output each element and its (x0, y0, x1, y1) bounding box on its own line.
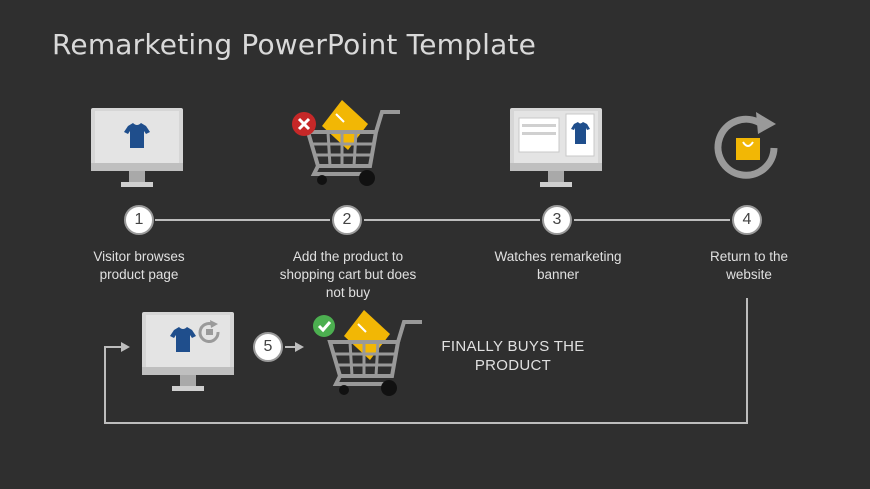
cart-check-icon (313, 310, 422, 396)
connector-5-arrow-head (295, 342, 304, 352)
refresh-bag-icon (714, 112, 778, 179)
step-1-number: 1 (134, 211, 144, 228)
page-title: Remarketing PowerPoint Template (52, 28, 537, 61)
return-loop-arrow-head (121, 342, 130, 352)
step-3-label: Watches remarketing banner (494, 249, 622, 282)
step-2-label: Add the product to shopping cart but doe… (279, 249, 417, 300)
monitor-tshirt-refresh-icon (142, 312, 234, 391)
step-5-number: 5 (263, 338, 273, 355)
step-1-circle: 1 (124, 205, 154, 235)
monitor-tshirt-icon (91, 108, 183, 187)
step-3-circle: 3 (542, 205, 572, 235)
return-loop-line (104, 298, 748, 424)
step-2-circle: 2 (332, 205, 362, 235)
step-5-circle: 5 (253, 332, 283, 362)
monitor-banner-icon (510, 108, 602, 187)
step-4-label: Return to the website (709, 249, 789, 282)
step-5-label: FINALLY BUYS THE PRODUCT (441, 338, 585, 374)
step-2-number: 2 (342, 211, 352, 228)
step-1-label: Visitor browses product page (93, 249, 185, 282)
step-3-number: 3 (552, 211, 562, 228)
step-4-circle: 4 (732, 205, 762, 235)
step-4-number: 4 (742, 211, 752, 228)
cart-cancel-icon (292, 100, 400, 186)
